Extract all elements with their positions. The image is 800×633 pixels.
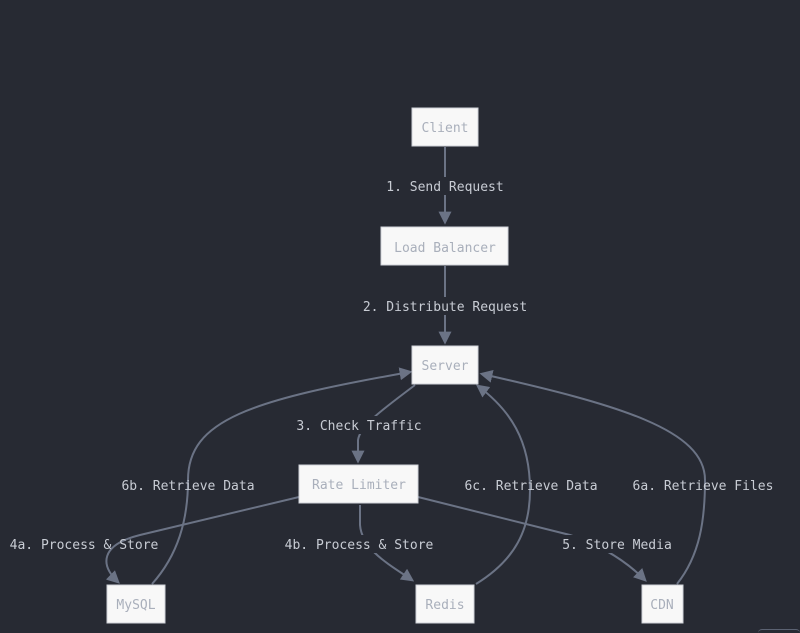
edge-label-6c: 6c. Retrieve Data <box>464 479 597 494</box>
edge-label-process-store-redis: 4b. Process & Store <box>285 538 434 553</box>
node-redis[interactable]: Redis <box>415 584 475 624</box>
node-rate-limiter-label: Rate Limiter <box>312 478 406 493</box>
node-server-label: Server <box>422 359 469 374</box>
edge-label-process-store-mysql: 4a. Process & Store <box>10 538 159 553</box>
edge-ratelimiter-redis <box>359 505 415 582</box>
edge-label-2: 2. Distribute Request <box>352 297 538 315</box>
edge-label-distribute-request: 2. Distribute Request <box>363 300 527 315</box>
edge-ratelimiter-mysql <box>105 496 300 584</box>
edge-label-6a: 6a. Retrieve Files <box>633 479 774 494</box>
edge-label-send-request: 1. Send Request <box>386 180 503 195</box>
node-load-balancer-label: Load Balancer <box>394 241 496 256</box>
node-rate-limiter[interactable]: Rate Limiter <box>298 464 419 504</box>
node-client-label: Client <box>422 121 469 136</box>
edge-cdn-server <box>479 369 707 585</box>
edge-redis-server <box>475 384 532 585</box>
edge-label-4a: 4a. Process & Store <box>10 538 159 553</box>
node-cdn-label: CDN <box>650 598 673 613</box>
edge-label-4b: 4b. Process & Store <box>275 535 443 553</box>
edge-mysql-server <box>151 367 413 585</box>
edge-label-5: 5. Store Media <box>556 535 678 553</box>
edge-label-1: 1. Send Request <box>378 177 512 195</box>
edge-label-store-media: 5. Store Media <box>562 538 672 553</box>
node-mysql-label: MySQL <box>116 598 155 613</box>
edge-label-3: 3. Check Traffic <box>288 416 430 434</box>
edge-label-check-traffic: 3. Check Traffic <box>296 419 421 434</box>
scroll-indicator[interactable] <box>758 629 800 633</box>
edge-label-retrieve-data-redis: 6c. Retrieve Data <box>464 479 597 494</box>
edge-label-retrieve-data-mysql: 6b. Retrieve Data <box>121 479 254 494</box>
edge-label-retrieve-files: 6a. Retrieve Files <box>633 479 774 494</box>
node-cdn[interactable]: CDN <box>641 584 684 624</box>
node-client[interactable]: Client <box>411 107 479 147</box>
node-mysql[interactable]: MySQL <box>106 584 166 624</box>
edge-label-6b: 6b. Retrieve Data <box>121 479 254 494</box>
node-server[interactable]: Server <box>411 345 479 385</box>
node-redis-label: Redis <box>425 598 464 613</box>
node-load-balancer[interactable]: Load Balancer <box>380 226 509 266</box>
